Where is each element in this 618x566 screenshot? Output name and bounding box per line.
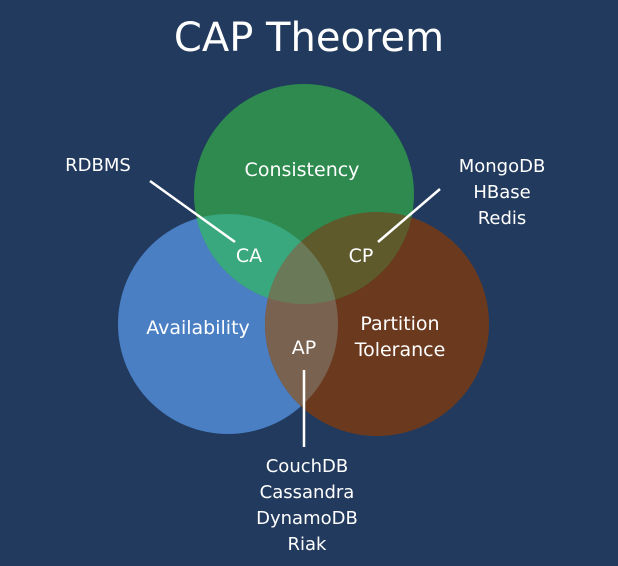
partition-label-line-1: Partition <box>360 313 439 335</box>
cap-center-region <box>265 214 338 304</box>
ca-example-0: RDBMS <box>65 155 131 176</box>
partition-label-line-2: Tolerance <box>354 339 446 361</box>
ap-example-3: Riak <box>288 534 328 555</box>
ap-example-1: Cassandra <box>260 482 355 503</box>
ap-example-0: CouchDB <box>266 456 349 477</box>
ca-connector-line <box>149 179 236 244</box>
cp-example-1: HBase <box>473 182 530 203</box>
cp-label: CP <box>349 245 374 267</box>
cp-example-2: Redis <box>478 208 527 229</box>
ap-label: AP <box>292 337 316 359</box>
ca-label: CA <box>236 245 262 267</box>
cp-connector-line <box>377 188 441 243</box>
cp-example-0: MongoDB <box>459 156 546 177</box>
consistency-label: Consistency <box>245 159 360 181</box>
page-title: CAP Theorem <box>174 15 444 61</box>
ap-example-2: DynamoDB <box>256 508 358 529</box>
availability-label: Availability <box>146 317 250 339</box>
